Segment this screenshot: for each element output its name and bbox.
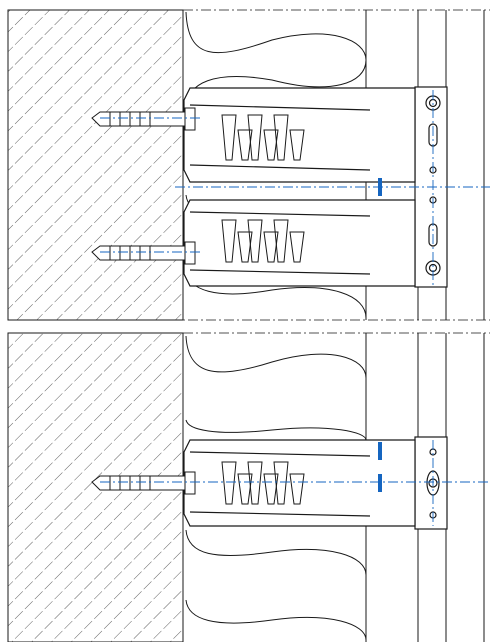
bracket-tabs-bottom: [221, 461, 305, 505]
center-axes-top: [100, 90, 490, 286]
section-boundary-top: [8, 9, 490, 321]
anchor-dowel-bottom: [91, 471, 196, 495]
wall-hatch-top: [7, 9, 184, 321]
bracket-tabs-upper: [221, 114, 305, 161]
center-axes-bottom: [100, 440, 490, 526]
bottom-view: [7, 332, 490, 642]
bracket-profile-upper: [183, 87, 416, 183]
center-mark-bottom: [378, 442, 382, 492]
anchor-dowel-upper: [91, 107, 196, 131]
bracket-tabs-lower: [221, 219, 305, 263]
anchor-dowel-lower: [91, 241, 196, 265]
center-mark-top: [378, 178, 382, 196]
bracket-profile-lower: [183, 199, 416, 287]
top-view: [7, 9, 490, 321]
